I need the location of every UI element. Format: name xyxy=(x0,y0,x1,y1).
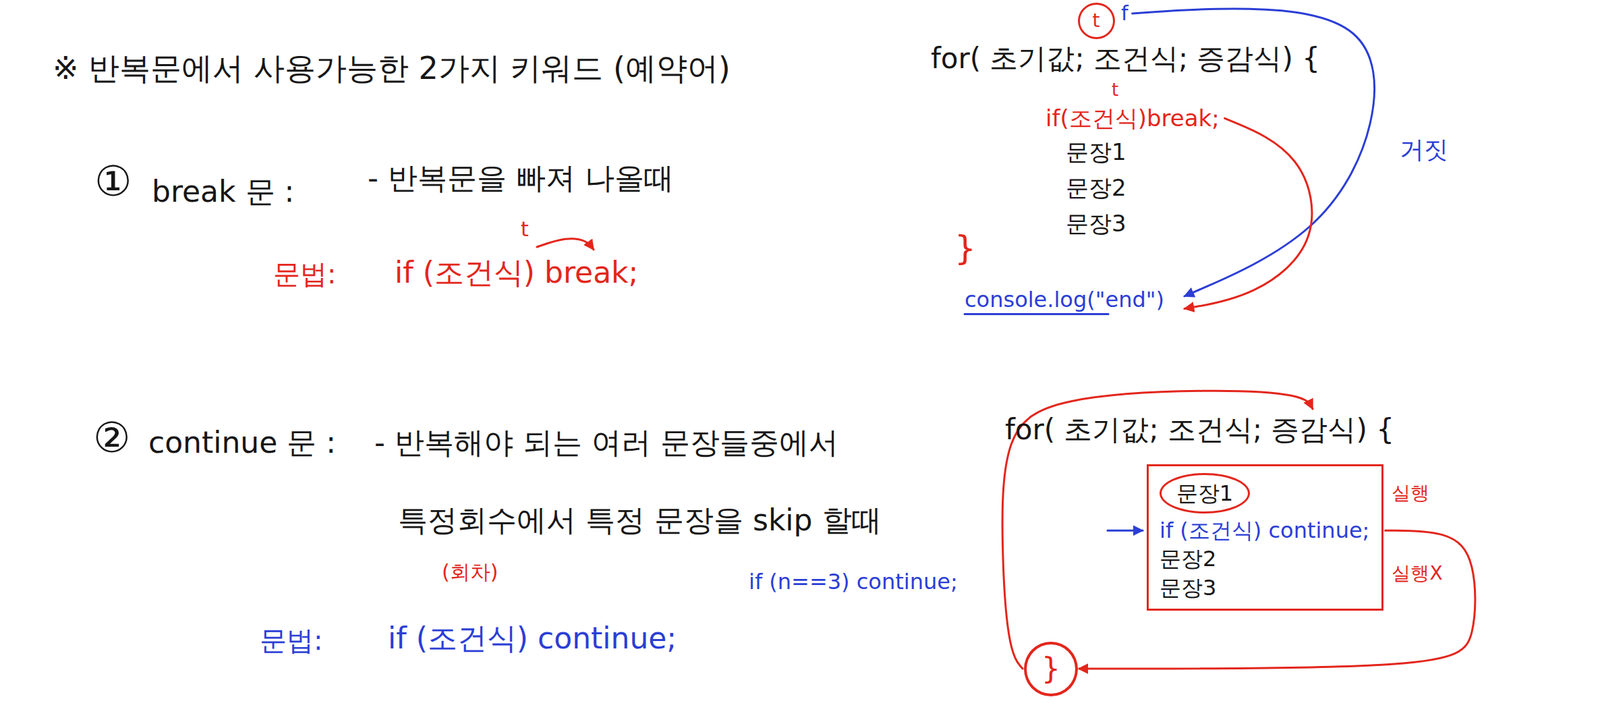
keyword-heading: continue 문 : xyxy=(148,424,336,461)
break-exit-arrow xyxy=(1184,118,1312,309)
description-text: - 반복문을 빠져 나올때 xyxy=(367,160,674,197)
statement-text: 문장1 xyxy=(1065,138,1127,166)
underline xyxy=(964,312,1109,316)
statement-text: 문장3 xyxy=(1065,209,1127,238)
title-text: ※ 반복문에서 사용가능한 2가지 키워드 (예약어) xyxy=(52,49,731,88)
edge-layer xyxy=(1078,530,1476,669)
node-text: 문장2 xyxy=(1159,545,1217,572)
true-branch-arrow xyxy=(536,238,594,250)
executed-statement-circle: 문장1 xyxy=(1159,472,1250,514)
code-text: for( 초기값; 조건식; 증감식) { xyxy=(930,41,1321,76)
syntax-label: 문법: xyxy=(273,257,336,291)
node-text: 문장3 xyxy=(1159,574,1217,601)
code-text: if (조건식) continue; xyxy=(387,620,677,657)
code-text: if (조건식) continue; xyxy=(1159,517,1370,544)
description-text: - 반복해야 되는 여러 문장들중에서 xyxy=(374,424,839,461)
note-text: 실행 xyxy=(1391,481,1430,505)
keyword-heading: break 문 : xyxy=(151,174,295,210)
flow-arrows xyxy=(536,8,1375,669)
pointer-arrow xyxy=(1107,529,1143,532)
node-text: 문장1 xyxy=(1176,480,1234,506)
node-text: } xyxy=(1041,650,1061,687)
code-text: if (조건식) break; xyxy=(394,254,639,291)
syntax-label: 문법: xyxy=(259,623,323,657)
code-example: if (n==3) continue; xyxy=(748,568,958,595)
true-mark: t xyxy=(1111,79,1119,101)
code-text: for( 초기값; 조건식; 증감식) { xyxy=(1005,412,1395,447)
note-text: 실행X xyxy=(1391,561,1443,585)
statement-text: 문장2 xyxy=(1065,174,1127,202)
code-text: console.log("end") xyxy=(964,286,1165,313)
true-circle: t xyxy=(1077,2,1116,40)
false-mark: f xyxy=(1121,1,1129,26)
note-text: (회차) xyxy=(441,559,498,585)
true-mark: t xyxy=(520,217,529,242)
loop-end-circle: } xyxy=(1023,641,1078,697)
step-number: ① xyxy=(94,156,133,207)
branch-label: 거짓 xyxy=(1399,134,1449,164)
description-text: 특정회수에서 특정 문장을 skip 할때 xyxy=(397,502,882,539)
loop-body-box: 문장1 if (조건식) continue;문장2문장3 xyxy=(1146,464,1384,611)
jump-connector xyxy=(1078,530,1476,669)
node-text: t xyxy=(1092,9,1101,33)
code-text: if(조건식)break; xyxy=(1045,104,1220,133)
step-number: ② xyxy=(93,412,131,463)
brace-text: } xyxy=(954,227,977,269)
